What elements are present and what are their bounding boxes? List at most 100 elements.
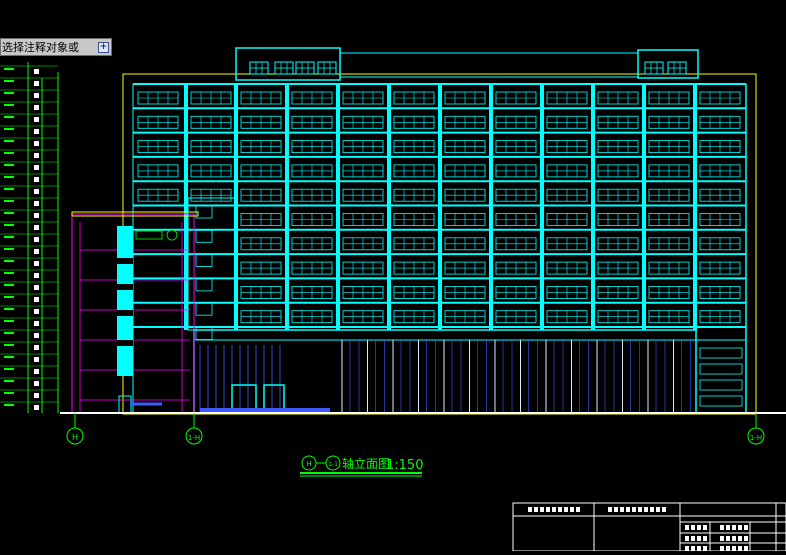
dim-text-mark [34, 189, 39, 194]
facade-column [184, 84, 188, 330]
title-block-text-mark [720, 525, 724, 530]
title-block-text-mark [732, 546, 736, 551]
title-block-text-mark [552, 507, 556, 512]
title-block-text-mark [744, 525, 748, 530]
facade-column [591, 84, 595, 330]
facade-column [540, 84, 544, 330]
building-elevation [71, 47, 757, 415]
title-block-text-mark [614, 507, 618, 512]
dim-text-mark [4, 320, 14, 322]
annex-link-window [195, 302, 213, 316]
dim-text-mark [4, 80, 14, 82]
dim-text-mark [4, 224, 14, 226]
dim-text-mark [34, 201, 39, 206]
title-block-text-mark [638, 507, 642, 512]
title-block-text-mark [656, 507, 660, 512]
annex-sign [135, 230, 163, 240]
dim-text-mark [4, 68, 14, 70]
dim-text-mark [34, 249, 39, 254]
dim-text-mark [34, 141, 39, 146]
dim-text-mark [4, 92, 14, 94]
roof-block-left [235, 47, 341, 81]
drawing-title: H 1-1 轴立面图 1:150 [300, 455, 423, 477]
dimension-ladder [0, 62, 59, 413]
dim-text-mark [4, 272, 14, 274]
axis-bubble-2: 1-H [185, 413, 203, 445]
title-scale: 1:150 [386, 458, 423, 473]
title-block-text-mark [726, 525, 730, 530]
dim-text-mark [4, 152, 14, 154]
title-block-text-mark [738, 536, 742, 541]
svg-text:1-1: 1-1 [328, 461, 338, 468]
dim-text-mark [34, 345, 39, 350]
command-prompt-tooltip: 选择注释对象或 + [0, 38, 112, 56]
title-block-text-mark [738, 546, 742, 551]
dim-text-mark [4, 236, 14, 238]
title-block-text-mark [726, 536, 730, 541]
dim-text-mark [4, 356, 14, 358]
title-block-text-mark [732, 525, 736, 530]
dim-text-mark [34, 117, 39, 122]
dim-text-mark [34, 165, 39, 170]
dim-text-mark [34, 153, 39, 158]
title-block-text-mark [644, 507, 648, 512]
title-block-text-mark [703, 525, 707, 530]
title-text: 轴立面图 [342, 456, 390, 471]
title-block-text-mark [685, 536, 689, 541]
plinth [200, 408, 330, 413]
title-block-text-mark [540, 507, 544, 512]
dim-text-mark [34, 225, 39, 230]
title-block-text-mark [558, 507, 562, 512]
title-block-text-mark [608, 507, 612, 512]
dim-text-mark [34, 261, 39, 266]
dim-text-mark [34, 273, 39, 278]
annex-strip-gap [117, 340, 133, 346]
axis-bubble-3: 1-H [747, 413, 765, 445]
dim-text-mark [4, 212, 14, 214]
annex-strip-gap [117, 258, 133, 264]
facade-column [693, 84, 697, 330]
svg-text:H: H [72, 433, 78, 442]
title-block-text-mark [732, 536, 736, 541]
annex-door [118, 395, 132, 414]
plus-icon[interactable]: + [98, 41, 109, 53]
prompt-text: 选择注释对象或 [2, 41, 79, 54]
dim-text-mark [34, 105, 39, 110]
dim-text-mark [34, 309, 39, 314]
dim-text-mark [4, 164, 14, 166]
dim-text-mark [4, 116, 14, 118]
podium-outline [193, 329, 697, 414]
dim-text-mark [4, 104, 14, 106]
dim-text-mark [4, 260, 14, 262]
title-block-text-mark [703, 536, 707, 541]
dim-text-mark [4, 200, 14, 202]
title-block-text-mark [546, 507, 550, 512]
dim-text-mark [34, 393, 39, 398]
svg-text:1-H: 1-H [750, 434, 762, 442]
title-block [512, 502, 786, 552]
title-block-text-mark [620, 507, 624, 512]
title-block-text-mark [576, 507, 580, 512]
facade-column [489, 84, 493, 330]
dim-text-mark [4, 188, 14, 190]
dim-text-mark [4, 344, 14, 346]
annex-strip-gap [117, 310, 133, 316]
dim-text-mark [34, 69, 39, 74]
title-block-text-mark [720, 546, 724, 551]
annex-link-window [195, 327, 213, 340]
right-bay-window [699, 363, 743, 375]
annex-link-window [195, 254, 213, 268]
dim-text-mark [4, 368, 14, 370]
title-axis-bubble-to [325, 455, 341, 471]
annex-link-window [195, 278, 213, 292]
dim-text-mark [34, 213, 39, 218]
dim-text-mark [34, 333, 39, 338]
dim-text-mark [34, 369, 39, 374]
dim-text-mark [4, 140, 14, 142]
facade-column [387, 84, 391, 330]
dim-text-mark [34, 285, 39, 290]
dim-text-mark [4, 284, 14, 286]
dim-text-mark [34, 297, 39, 302]
